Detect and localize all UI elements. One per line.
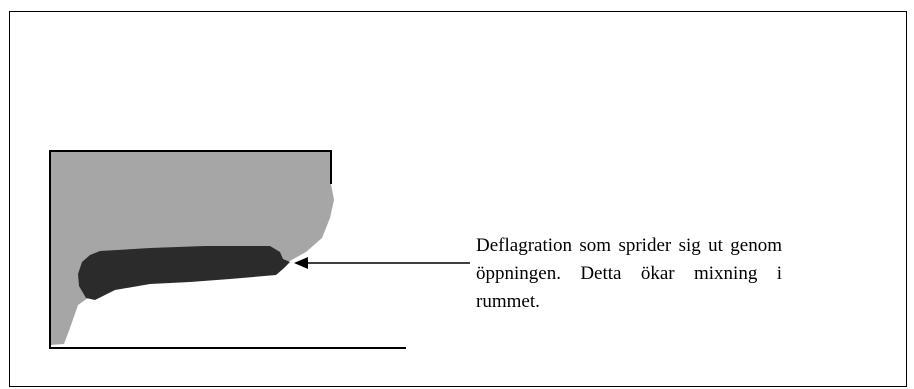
pointer-arrow-head (294, 257, 308, 269)
caption-text: Deflagration som sprider sig ut genom öp… (476, 235, 782, 312)
deflagration-flame (78, 246, 290, 300)
figure-frame (9, 11, 907, 387)
